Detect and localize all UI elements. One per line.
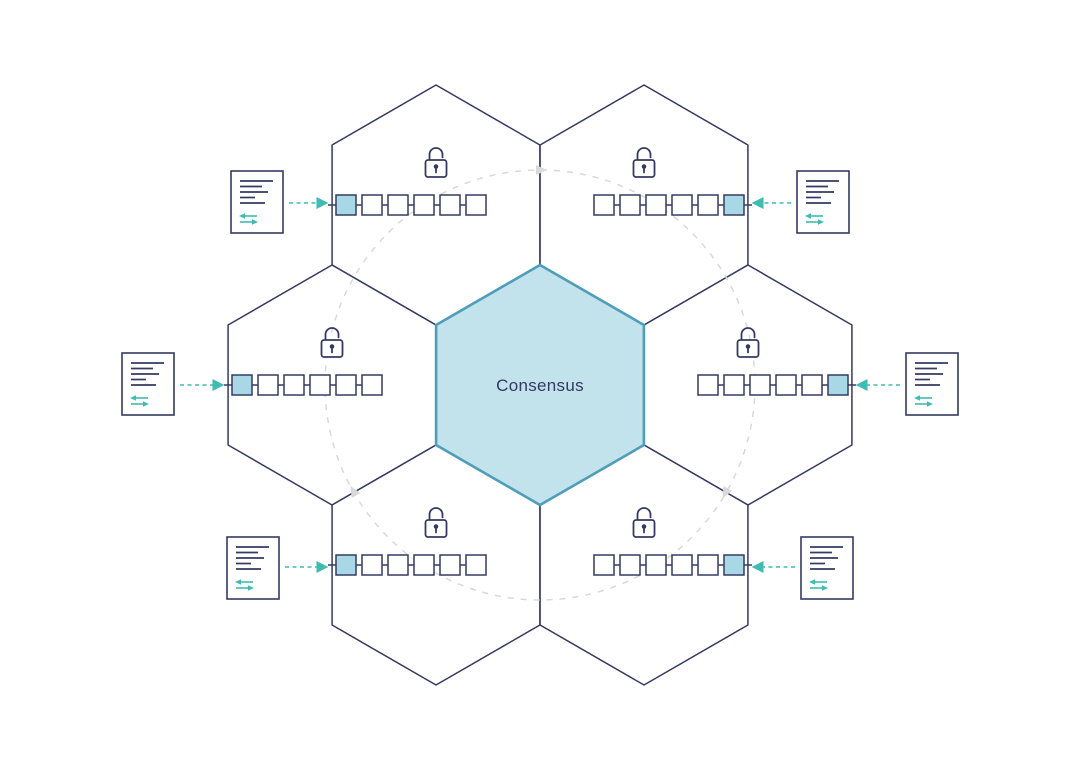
doc-left <box>121 352 225 416</box>
doc-right <box>855 352 959 416</box>
flow-arrowhead-icon <box>722 486 733 499</box>
flow-arrowhead-icon <box>350 485 361 498</box>
doc-bottom-left <box>226 536 329 600</box>
consensus-label: Consensus <box>496 376 584 395</box>
doc-top-right <box>751 170 850 234</box>
doc-top-left <box>230 170 329 234</box>
doc-bottom-right <box>751 536 854 600</box>
flow-arrowhead-icon <box>536 165 547 175</box>
